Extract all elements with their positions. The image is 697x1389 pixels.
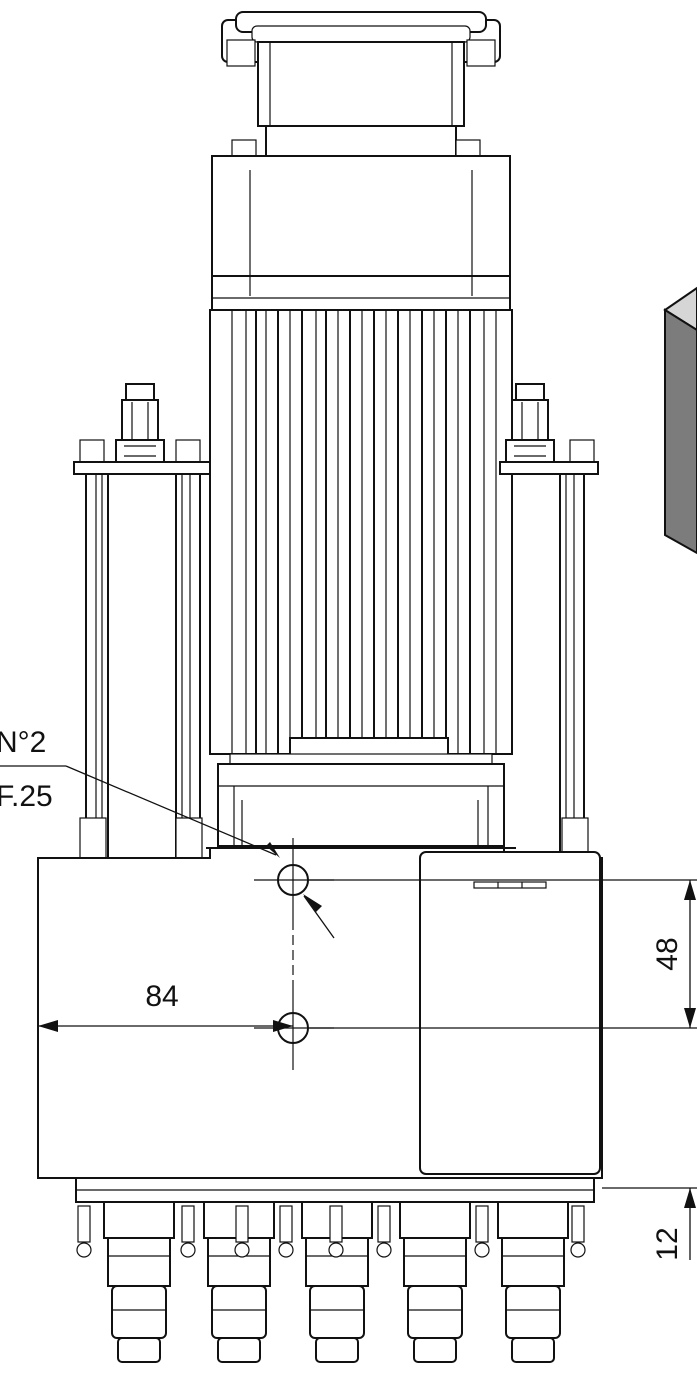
note-leader [0,765,335,939]
nozzle-5 [328,1205,344,1258]
note-line1: N°2 [0,726,46,759]
dimension-12 [684,1188,696,1260]
cube-view [663,286,697,555]
dimension-12-label: 12 [651,1227,684,1260]
nozzle-1 [76,1205,92,1258]
nozzle-3 [234,1205,250,1258]
nozzle-8 [570,1205,586,1258]
dimension-84 [38,1020,293,1032]
tool-holders [75,1177,595,1363]
top-connector [221,11,501,157]
nozzle-6 [376,1205,392,1258]
tool-holder-5 [497,1201,569,1363]
nozzle-7 [474,1205,490,1258]
left-fitting [115,383,165,463]
nozzle-2 [180,1205,196,1258]
tool-holder-4 [399,1201,471,1363]
dimension-48-label: 48 [651,937,684,970]
motor-housing [209,155,513,949]
side-cover [419,851,601,1175]
note-line2: F.25 [0,780,53,813]
tool-holder-1 [103,1201,175,1363]
motor-fins [231,310,497,754]
dimension-48 [308,879,697,1189]
dimension-84-label: 84 [145,980,178,1013]
right-cylinder [499,439,599,859]
right-fitting [505,383,555,463]
base-block [37,847,603,1179]
nozzle-4 [278,1205,294,1258]
left-cylinder [73,439,211,859]
